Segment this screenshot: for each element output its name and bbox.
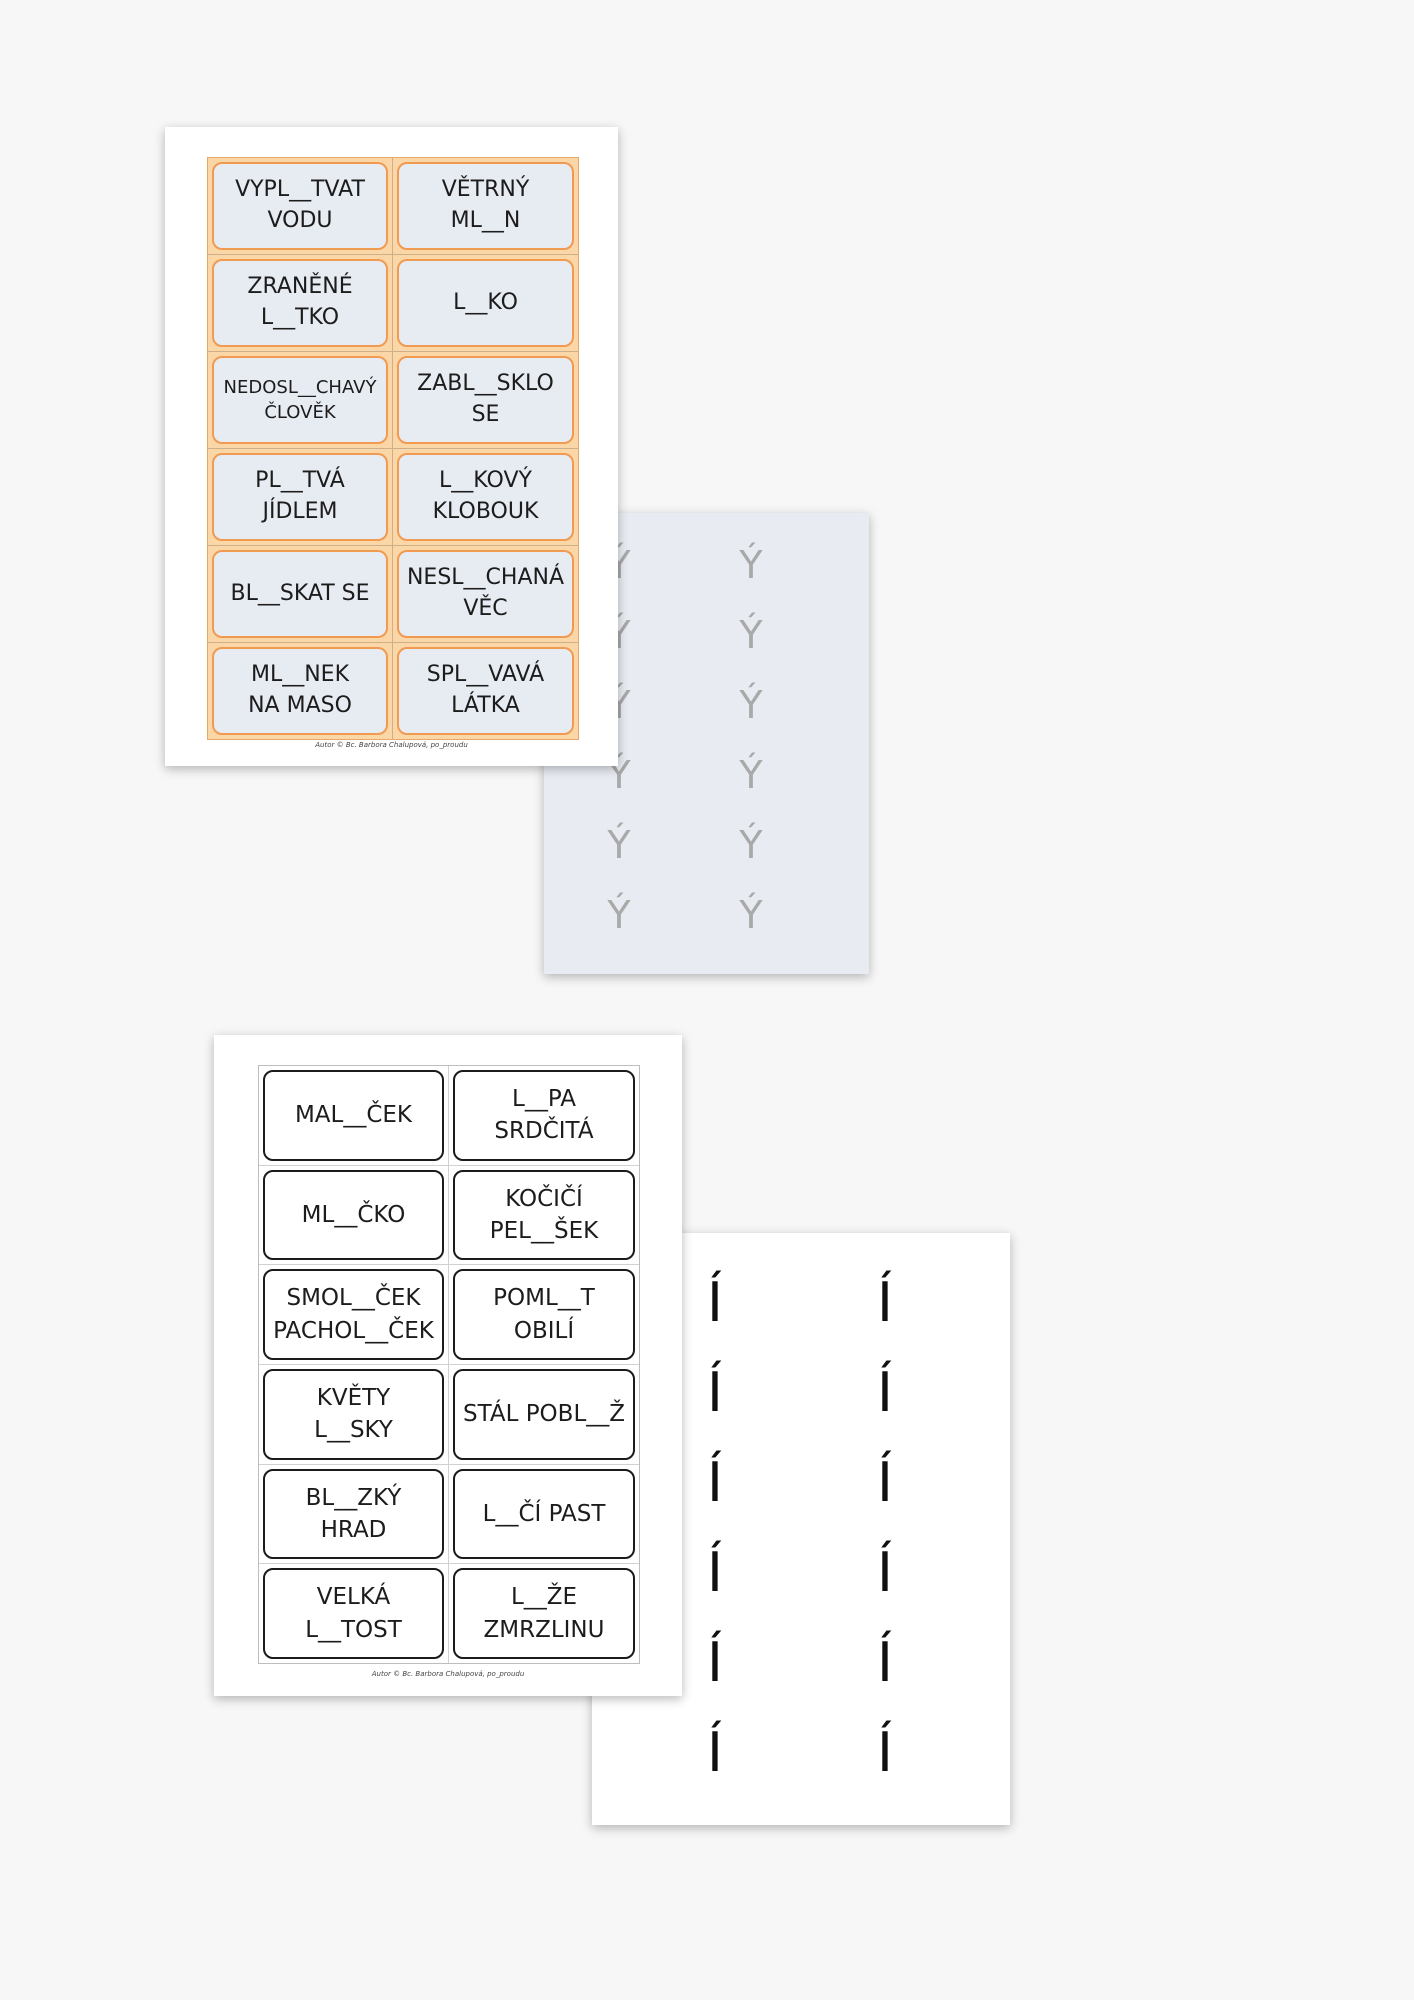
word-card: ZABL__SKLO SE bbox=[397, 356, 574, 444]
card-grid: MAL__ČEK L__PA SRDČITÁ ML__ČKO KOČIČÍ PE… bbox=[258, 1065, 640, 1664]
back-letter: Í bbox=[707, 1271, 723, 1334]
back-letter: Í bbox=[707, 1631, 723, 1694]
word-card: NESL__CHANÁ VĚC bbox=[397, 550, 574, 638]
word-card: L__KOVÝ KLOBOUK bbox=[397, 453, 574, 541]
word-card: POML__T OBILÍ bbox=[453, 1269, 635, 1360]
card-cell: ZABL__SKLO SE bbox=[393, 352, 578, 449]
word-card: VYPL__TVAT VODU bbox=[212, 162, 388, 250]
card-cell: VELKÁ L__TOST bbox=[259, 1564, 449, 1663]
card-cell: SPL__VAVÁ LÁTKA bbox=[393, 643, 578, 739]
word-card: MAL__ČEK bbox=[263, 1070, 444, 1161]
card-cell: MAL__ČEK bbox=[259, 1066, 449, 1166]
back-letter: Í bbox=[877, 1271, 893, 1334]
word-card: ZRANĚNÉ L__TKO bbox=[212, 259, 388, 347]
back-letter: Ý bbox=[607, 893, 631, 937]
card-cell: L__ČÍ PAST bbox=[449, 1465, 639, 1565]
word-card: SMOL__ČEK PACHOL__ČEK bbox=[263, 1269, 444, 1360]
word-card: ML__NEK NA MASO bbox=[212, 647, 388, 735]
back-letter: Í bbox=[877, 1361, 893, 1424]
word-card: L__KO bbox=[397, 259, 574, 347]
card-cell: NESL__CHANÁ VĚC bbox=[393, 546, 578, 643]
card-cell: ML__ČKO bbox=[259, 1165, 449, 1266]
card-cell: STÁL POBL__Ž bbox=[449, 1365, 639, 1465]
front-sheet-y-cards: VYPL__TVAT VODU VĚTRNÝ ML__N ZRANĚNÉ L__… bbox=[165, 127, 618, 766]
card-cell: PL__TVÁ JÍDLEM bbox=[208, 449, 393, 546]
card-cell: POML__T OBILÍ bbox=[449, 1265, 639, 1365]
back-letter: Ý bbox=[739, 753, 763, 797]
word-card: PL__TVÁ JÍDLEM bbox=[212, 453, 388, 541]
card-grid: VYPL__TVAT VODU VĚTRNÝ ML__N ZRANĚNÉ L__… bbox=[207, 157, 579, 740]
card-cell: ZRANĚNÉ L__TKO bbox=[208, 255, 393, 352]
card-cell: BL__SKAT SE bbox=[208, 546, 393, 643]
word-card: L__PA SRDČITÁ bbox=[453, 1070, 635, 1161]
card-cell: KOČIČÍ PEL__ŠEK bbox=[449, 1166, 639, 1266]
author-credit: Autor © Bc. Barbora Chalupová, po_proudu bbox=[315, 741, 468, 749]
card-cell: SMOL__ČEK PACHOL__ČEK bbox=[259, 1265, 449, 1365]
word-card: VĚTRNÝ ML__N bbox=[397, 162, 574, 250]
card-cell: VĚTRNÝ ML__N bbox=[393, 158, 578, 255]
word-card: L__ŽE ZMRZLINU bbox=[453, 1568, 635, 1659]
back-letter: Í bbox=[877, 1451, 893, 1514]
back-letter: Í bbox=[877, 1541, 893, 1604]
author-credit: Autor © Bc. Barbora Chalupová, po_proudu bbox=[371, 1670, 525, 1678]
word-card: SPL__VAVÁ LÁTKA bbox=[397, 647, 574, 735]
back-letter: Ý bbox=[607, 823, 631, 867]
word-card: VELKÁ L__TOST bbox=[263, 1568, 444, 1659]
card-cell: L__KO bbox=[393, 255, 578, 352]
back-letter: Ý bbox=[739, 613, 763, 657]
back-letter: Ý bbox=[739, 823, 763, 867]
card-cell: VYPL__TVAT VODU bbox=[208, 158, 393, 255]
back-letter: Í bbox=[707, 1721, 723, 1784]
card-cell: L__PA SRDČITÁ bbox=[449, 1066, 639, 1166]
word-card: STÁL POBL__Ž bbox=[453, 1368, 635, 1460]
back-letter: Í bbox=[707, 1451, 723, 1514]
word-card: L__ČÍ PAST bbox=[453, 1468, 635, 1560]
front-sheet-i-cards: MAL__ČEK L__PA SRDČITÁ ML__ČKO KOČIČÍ PE… bbox=[214, 1035, 682, 1696]
card-cell: L__ŽE ZMRZLINU bbox=[449, 1564, 639, 1663]
word-card: BL__ZKÝ HRAD bbox=[263, 1468, 444, 1560]
card-cell: ML__NEK NA MASO bbox=[208, 643, 393, 739]
card-cell: KVĚTY L__SKY bbox=[259, 1364, 449, 1465]
word-card: ML__ČKO bbox=[263, 1169, 444, 1261]
card-cell: NEDOSL__CHAVÝ ČLOVĚK bbox=[208, 352, 393, 449]
back-letter: Ý bbox=[739, 543, 763, 587]
back-letter: Í bbox=[877, 1631, 893, 1694]
word-card: KVĚTY L__SKY bbox=[263, 1368, 444, 1460]
card-cell: BL__ZKÝ HRAD bbox=[259, 1464, 449, 1565]
word-card: KOČIČÍ PEL__ŠEK bbox=[453, 1169, 635, 1261]
word-card: NEDOSL__CHAVÝ ČLOVĚK bbox=[212, 356, 388, 444]
back-letter: Ý bbox=[739, 683, 763, 727]
back-letter: Í bbox=[877, 1721, 893, 1784]
word-card: BL__SKAT SE bbox=[212, 550, 388, 638]
back-letter: Í bbox=[707, 1361, 723, 1424]
back-letter: Ý bbox=[739, 893, 763, 937]
back-letter: Í bbox=[707, 1541, 723, 1604]
card-cell: L__KOVÝ KLOBOUK bbox=[393, 449, 578, 546]
